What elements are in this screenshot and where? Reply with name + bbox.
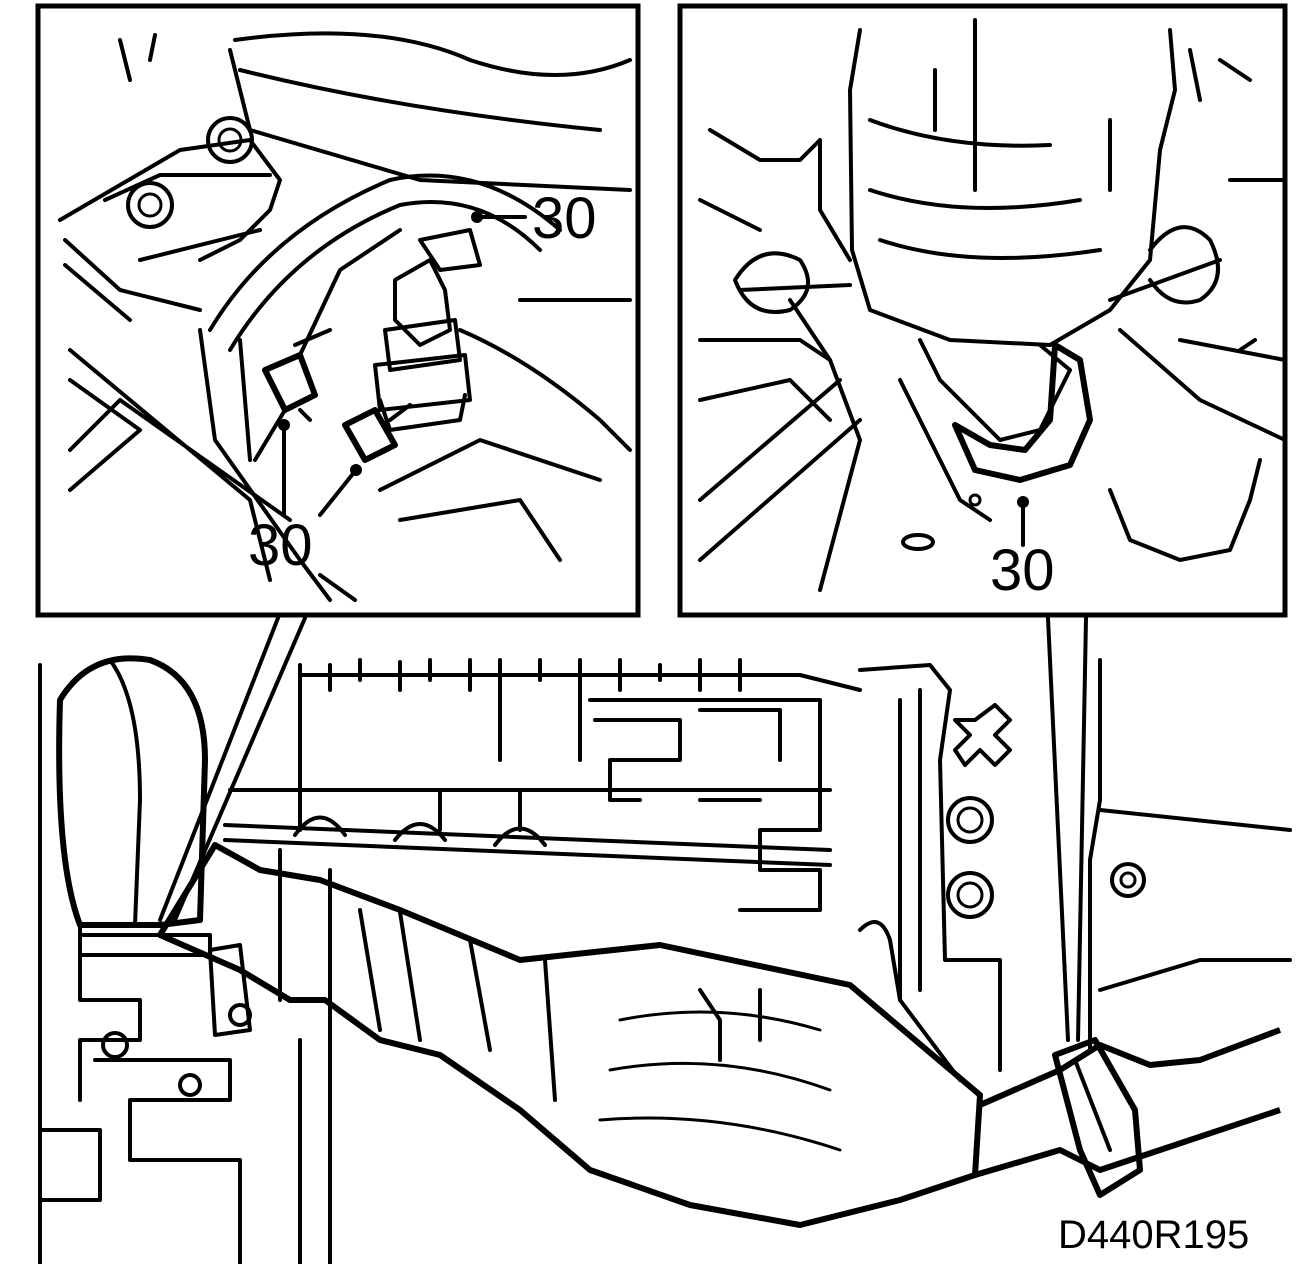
callout-30-left-lower: 30 (248, 513, 313, 578)
inset-left: 30 30 (35, 3, 641, 618)
exhaust-pipe (974, 1027, 1282, 1198)
callout-30-right: 30 (990, 538, 1055, 603)
inset-right: 30 (677, 3, 1288, 618)
inset-left-drawing (58, 31, 632, 602)
leader-line-right (1046, 616, 1088, 1042)
leader-line-left (158, 616, 307, 922)
subframe (858, 658, 1292, 1072)
wheel-arch (38, 655, 242, 1264)
callout-30-left-upper: 30 (532, 186, 597, 251)
exhaust-flange (208, 943, 252, 1037)
pipe-clamp (952, 342, 1093, 483)
main-view (38, 655, 1292, 1264)
connector-left-b (342, 403, 412, 463)
catalytic-converter (157, 842, 983, 1228)
engine-block (223, 658, 862, 1264)
connector-left-a (262, 328, 332, 422)
inset-right-drawing (698, 18, 1287, 592)
figure-reference: D440R195 (1058, 1213, 1249, 1257)
oxygen-sensor-left (373, 228, 482, 432)
